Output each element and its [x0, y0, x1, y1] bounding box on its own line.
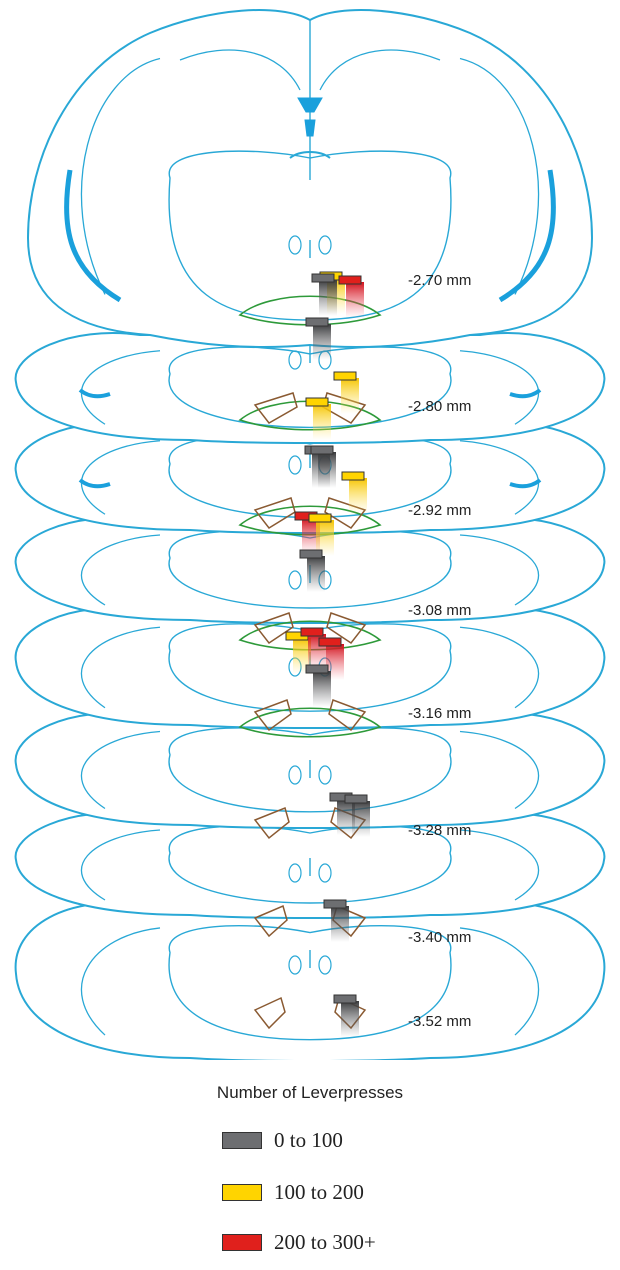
atlas-sections [0, 0, 620, 1060]
level-label: -3.28 mm [408, 822, 471, 839]
legend-title: Number of Leverpresses [0, 1083, 620, 1103]
level-label: -2.92 mm [408, 502, 471, 519]
level-label: -2.80 mm [408, 398, 471, 415]
level-label: -3.52 mm [408, 1013, 471, 1030]
legend-label: 200 to 300+ [274, 1230, 376, 1255]
legend-swatch-yellow [222, 1184, 262, 1201]
level-label: -2.70 mm [408, 272, 471, 289]
brain-section [16, 903, 605, 1060]
legend-swatch-red [222, 1234, 262, 1251]
level-label: -3.08 mm [408, 602, 471, 619]
legend-swatch-gray [222, 1132, 262, 1149]
legend-label: 100 to 200 [274, 1180, 364, 1205]
level-label: -3.40 mm [408, 929, 471, 946]
legend-label: 0 to 100 [274, 1128, 343, 1153]
level-label: -3.16 mm [408, 705, 471, 722]
